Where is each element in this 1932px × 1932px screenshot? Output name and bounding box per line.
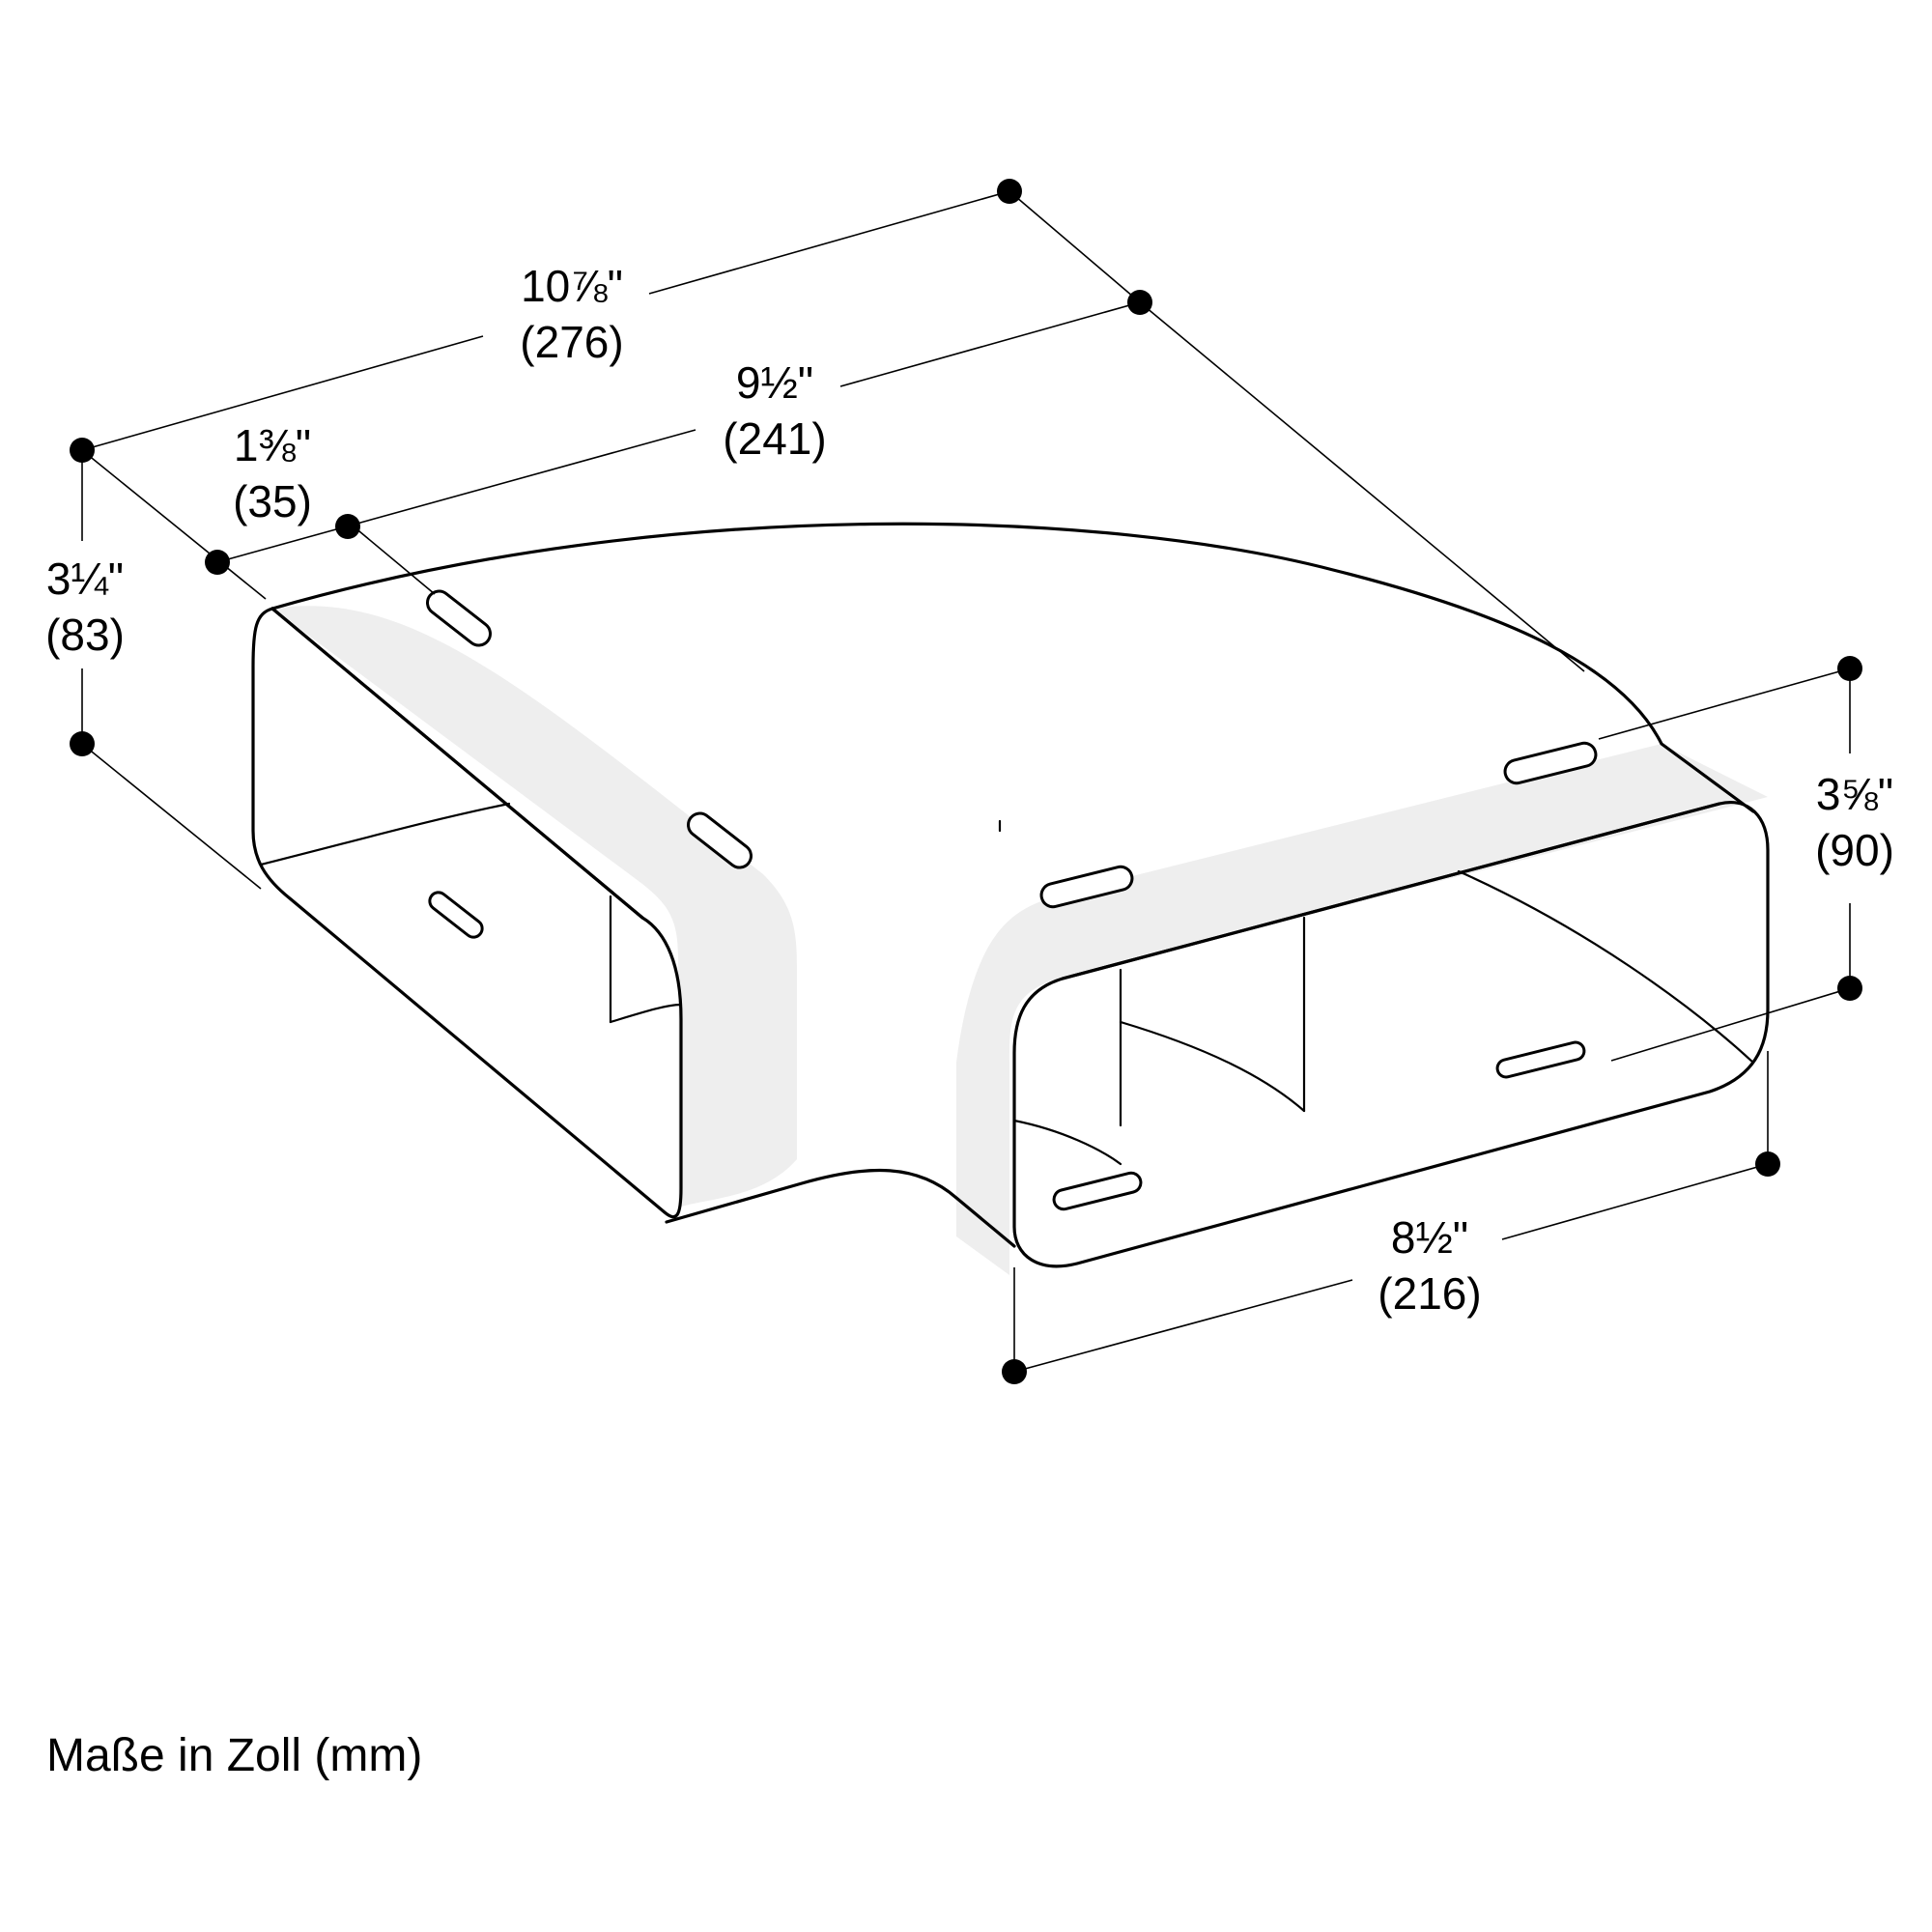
dimension-dots — [70, 179, 1862, 1384]
dot-offset-right — [335, 514, 360, 539]
clip-right-inner — [1495, 1040, 1586, 1079]
duct-clips — [426, 589, 1598, 1211]
clip-left-inner — [428, 891, 484, 939]
outlet-width-inch: 8½" — [1391, 1212, 1468, 1263]
offset-mm: (35) — [233, 476, 312, 526]
clip-right-front — [1039, 865, 1134, 909]
clip-bottom-inner — [1052, 1171, 1143, 1211]
dot-width-right — [1755, 1151, 1780, 1177]
dimension-lines — [81, 190, 1851, 1373]
dot-height-right-bottom — [1837, 976, 1862, 1001]
clip-right-top — [1503, 741, 1598, 785]
overall-length-mm: (276) — [520, 317, 623, 367]
dot-offset-left — [205, 550, 230, 575]
right-height-inch: 3⅝" — [1816, 769, 1893, 819]
left-height-inch: 3¼" — [46, 554, 124, 604]
clip-left-mid — [687, 811, 753, 869]
inner-length-inch: 9½" — [736, 357, 813, 408]
clip-left-top — [426, 589, 492, 647]
dot-inner-right — [1127, 290, 1152, 315]
units-caption: Maße in Zoll (mm) — [46, 1730, 423, 1781]
dot-overall-right — [997, 179, 1022, 204]
dot-width-left — [1002, 1359, 1027, 1384]
left-height-mm: (83) — [45, 610, 125, 660]
inner-length-mm: (241) — [723, 413, 826, 464]
offset-inch: 1⅜" — [234, 420, 311, 470]
dimension-labels: 10⅞" (276) 9½" (241) 1⅜" (35) 3¼" (83) 3… — [45, 261, 1894, 1319]
dot-height-left-bottom — [70, 731, 95, 756]
dot-height-right-top — [1837, 656, 1862, 681]
outlet-width-mm: (216) — [1378, 1268, 1481, 1319]
dot-overall-left — [70, 438, 95, 463]
shading — [272, 606, 1768, 1275]
duct-elbow — [251, 522, 1770, 1268]
right-height-mm: (90) — [1815, 825, 1894, 875]
overall-length-inch: 10⅞" — [521, 261, 623, 311]
